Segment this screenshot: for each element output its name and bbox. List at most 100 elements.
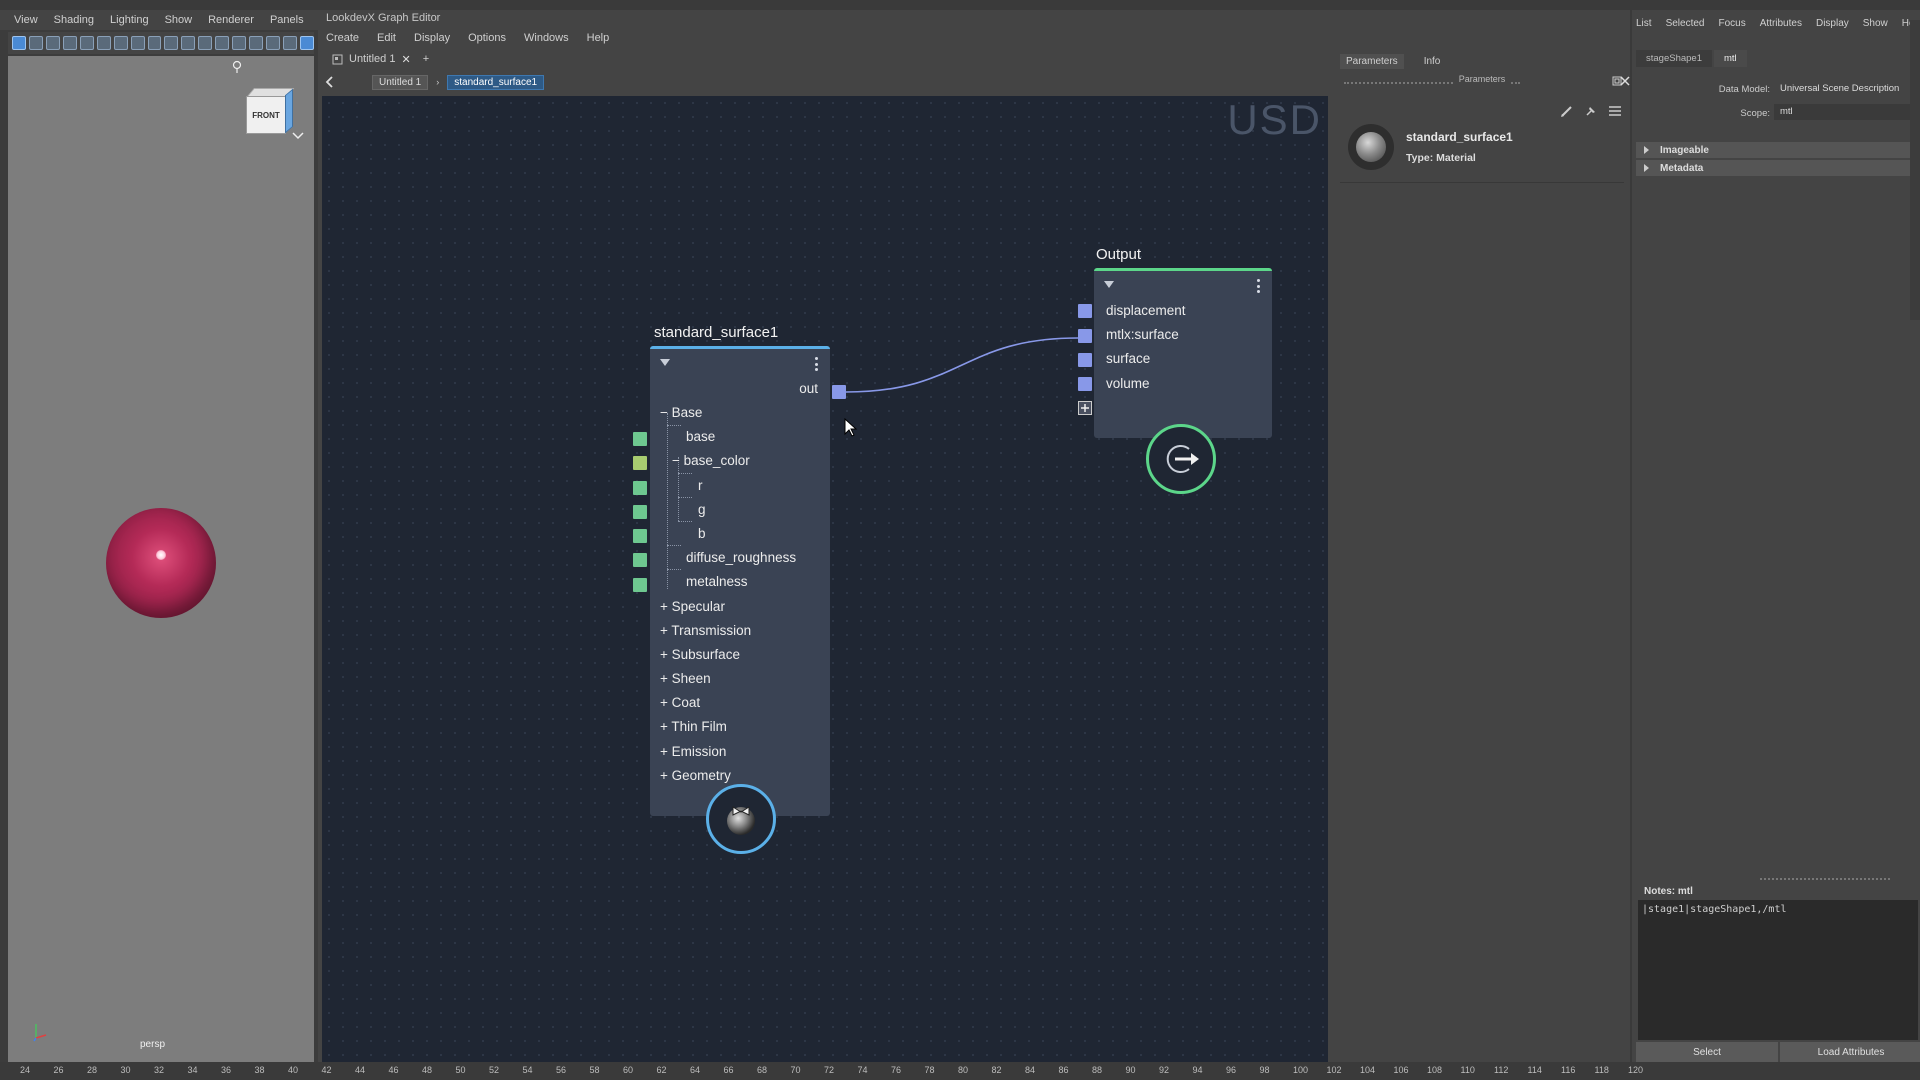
shaded-icon[interactable]	[164, 36, 179, 50]
section-metadata[interactable]: Metadata	[1636, 160, 1920, 176]
cube-right-face[interactable]	[285, 88, 293, 134]
group-base[interactable]: − Base	[650, 401, 830, 425]
port-g[interactable]	[633, 505, 647, 519]
collapse-triangle-icon[interactable]	[1104, 281, 1114, 288]
tab-mtl[interactable]: mtl	[1714, 50, 1747, 67]
menu-display[interactable]: Display	[1815, 17, 1849, 29]
menu-view[interactable]: View	[14, 14, 38, 26]
exposure-icon[interactable]	[299, 36, 314, 50]
param-base-color[interactable]: − base_color	[650, 449, 830, 473]
close-panel-icon[interactable]	[1620, 76, 1630, 86]
menu-list[interactable]: List	[1636, 17, 1652, 29]
menu-options[interactable]: Options	[468, 32, 506, 44]
tab-stageshape1[interactable]: stageShape1	[1636, 50, 1712, 67]
grid-icon[interactable]	[130, 36, 145, 50]
port-base[interactable]	[633, 432, 647, 446]
menu-panels[interactable]: Panels	[269, 14, 304, 26]
film-gate-icon[interactable]	[79, 36, 94, 50]
camera-attributes-icon[interactable]	[28, 36, 43, 50]
group-coat[interactable]: + Coat	[660, 695, 701, 711]
breadcrumb-standard-surface1[interactable]: standard_surface1	[447, 74, 545, 90]
input-displacement[interactable]: displacement	[1094, 299, 1272, 323]
group-geometry[interactable]: + Geometry	[660, 767, 731, 783]
menu-create[interactable]: Create	[326, 32, 360, 44]
section-imageable[interactable]: Imageable	[1636, 142, 1920, 158]
pencil-icon[interactable]	[1560, 104, 1574, 118]
select-camera-icon[interactable]	[12, 36, 26, 50]
pin-icon[interactable]	[1584, 104, 1598, 118]
chevron-down-icon[interactable]	[292, 132, 304, 140]
param-diffuse-roughness[interactable]: diffuse_roughness	[650, 546, 830, 570]
bookmark-icon[interactable]	[45, 36, 60, 50]
group-subsurface[interactable]: + Subsurface	[660, 646, 740, 662]
lights-icon[interactable]	[198, 36, 213, 50]
group-thin-film[interactable]: + Thin Film	[660, 719, 727, 735]
menu-shading[interactable]: Shading	[53, 14, 95, 26]
port-b[interactable]	[633, 529, 647, 543]
select-button[interactable]: Select	[1636, 1042, 1778, 1062]
port-metalness[interactable]	[633, 578, 647, 592]
node-menu-icon[interactable]	[1257, 279, 1260, 293]
load-attributes-button[interactable]: Load Attributes	[1780, 1042, 1920, 1062]
menu-selected[interactable]: Selected	[1665, 17, 1705, 29]
drag-grip[interactable]	[1344, 82, 1520, 84]
isolate-icon[interactable]	[232, 36, 247, 50]
group-emission[interactable]: + Emission	[660, 743, 727, 759]
connection-wire[interactable]	[322, 96, 1328, 1062]
pin-icon[interactable]	[230, 60, 244, 74]
back-arrow-icon[interactable]	[324, 76, 336, 88]
port-r[interactable]	[633, 481, 647, 495]
standard-surface-node[interactable]: out − Base base − base_color r g b diffu…	[650, 346, 830, 816]
output-node[interactable]: displacement mtlx:surface surface volume	[1094, 268, 1272, 438]
port-surface[interactable]	[1078, 353, 1092, 367]
video-camera-icon[interactable]	[113, 36, 128, 50]
output-icon[interactable]	[1146, 424, 1216, 494]
menu-help[interactable]: He	[1901, 17, 1915, 29]
menu-windows[interactable]: Windows	[524, 32, 569, 44]
param-b[interactable]: b	[650, 522, 830, 546]
out-port[interactable]	[832, 385, 846, 399]
menu-lighting[interactable]: Lighting	[110, 14, 149, 26]
add-tab-button[interactable]: +	[417, 53, 435, 65]
image-plane-icon[interactable]	[62, 36, 77, 50]
collapse-triangle-icon[interactable]	[660, 359, 670, 366]
tab-untitled-1[interactable]: Untitled 1 ✕	[326, 53, 417, 66]
menu-renderer[interactable]: Renderer	[208, 14, 254, 26]
port-displacement[interactable]	[1078, 304, 1092, 318]
group-specular[interactable]: + Specular	[660, 598, 725, 614]
view-cube[interactable]: FRONT	[236, 86, 295, 136]
cube-front-face[interactable]: FRONT	[246, 96, 286, 134]
wireframe-icon[interactable]	[147, 36, 162, 50]
scope-field[interactable]: mtl	[1774, 104, 1914, 120]
param-r[interactable]: r	[650, 474, 830, 498]
side-tab-strip[interactable]	[1910, 20, 1920, 320]
float-window-icon[interactable]	[1612, 76, 1622, 86]
menu-show[interactable]: Show	[1862, 17, 1888, 29]
input-surface[interactable]: surface	[1094, 347, 1272, 371]
param-base[interactable]: base	[650, 425, 830, 449]
port-mtlx-surface[interactable]	[1078, 329, 1092, 343]
tab-info[interactable]: Info	[1423, 56, 1441, 67]
hud-icon[interactable]	[283, 36, 297, 50]
notes-grip[interactable]	[1760, 878, 1890, 880]
port-diffuse-roughness[interactable]	[633, 553, 647, 567]
input-volume[interactable]: volume	[1094, 372, 1272, 396]
input-mtlx-surface[interactable]: mtlx:surface	[1094, 323, 1272, 347]
port-volume[interactable]	[1078, 377, 1092, 391]
breadcrumb-untitled-1[interactable]: Untitled 1	[372, 74, 429, 90]
hamburger-menu-icon[interactable]	[1608, 104, 1622, 118]
group-transmission[interactable]: + Transmission	[660, 622, 752, 638]
preview-sphere[interactable]	[106, 508, 216, 618]
node-menu-icon[interactable]	[815, 357, 818, 371]
tab-parameters[interactable]: Parameters	[1340, 54, 1404, 69]
surface-shader-icon[interactable]	[706, 784, 776, 854]
menu-show[interactable]: Show	[164, 14, 193, 26]
param-g[interactable]: g	[650, 498, 830, 522]
shadows-icon[interactable]	[215, 36, 230, 50]
port-base-color[interactable]	[633, 456, 647, 470]
camera-icon[interactable]	[96, 36, 111, 50]
notes-textarea[interactable]: |stage1|stageShape1,/mtl	[1638, 900, 1918, 1040]
menu-edit[interactable]: Edit	[377, 32, 396, 44]
group-sheen[interactable]: + Sheen	[660, 671, 711, 687]
